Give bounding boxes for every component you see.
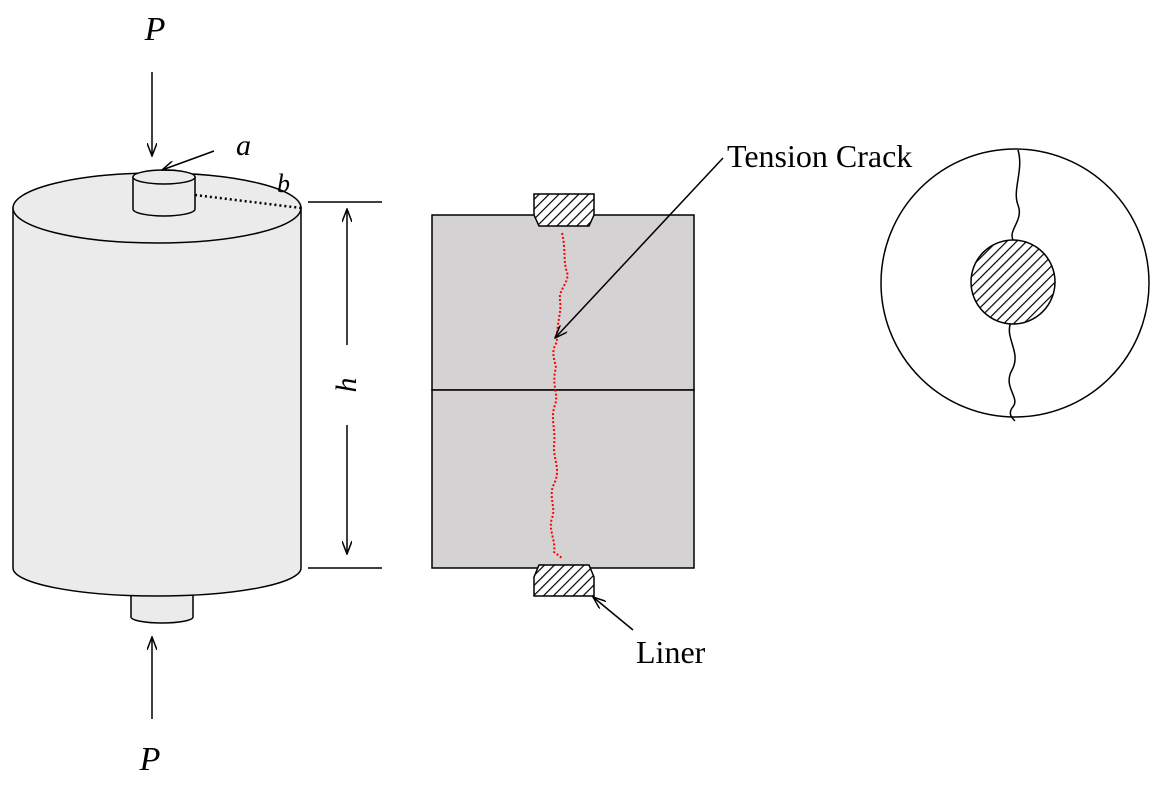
end-view-crack-upper bbox=[1011, 149, 1021, 241]
section-view bbox=[431, 193, 695, 597]
height-dimension bbox=[308, 201, 382, 569]
liner-bottom bbox=[533, 564, 595, 597]
tension-crack-label: Tension Crack bbox=[727, 138, 912, 174]
bottom-pin bbox=[130, 589, 194, 624]
liner-label: Liner bbox=[636, 634, 706, 670]
cylinder-body bbox=[12, 207, 302, 597]
end-view-crack-lower bbox=[1008, 321, 1016, 422]
tension-crack-pointer bbox=[555, 157, 724, 338]
end-view bbox=[880, 148, 1150, 422]
radius-b-label: b bbox=[277, 169, 290, 198]
load-label-top: P bbox=[144, 11, 166, 48]
top-pin bbox=[132, 169, 196, 217]
end-view-pin-hatched bbox=[970, 239, 1056, 325]
section-lower-half bbox=[431, 389, 695, 569]
load-label-bottom: P bbox=[139, 741, 161, 778]
section-upper-half bbox=[431, 214, 695, 391]
radius-a-pointer bbox=[162, 150, 215, 170]
liner-pointer bbox=[593, 597, 634, 631]
height-label: h bbox=[330, 378, 363, 393]
tension-crack-line bbox=[549, 232, 569, 559]
cylinder-specimen bbox=[12, 169, 302, 624]
liner-top bbox=[533, 193, 595, 227]
radius-a-label: a bbox=[236, 129, 251, 162]
